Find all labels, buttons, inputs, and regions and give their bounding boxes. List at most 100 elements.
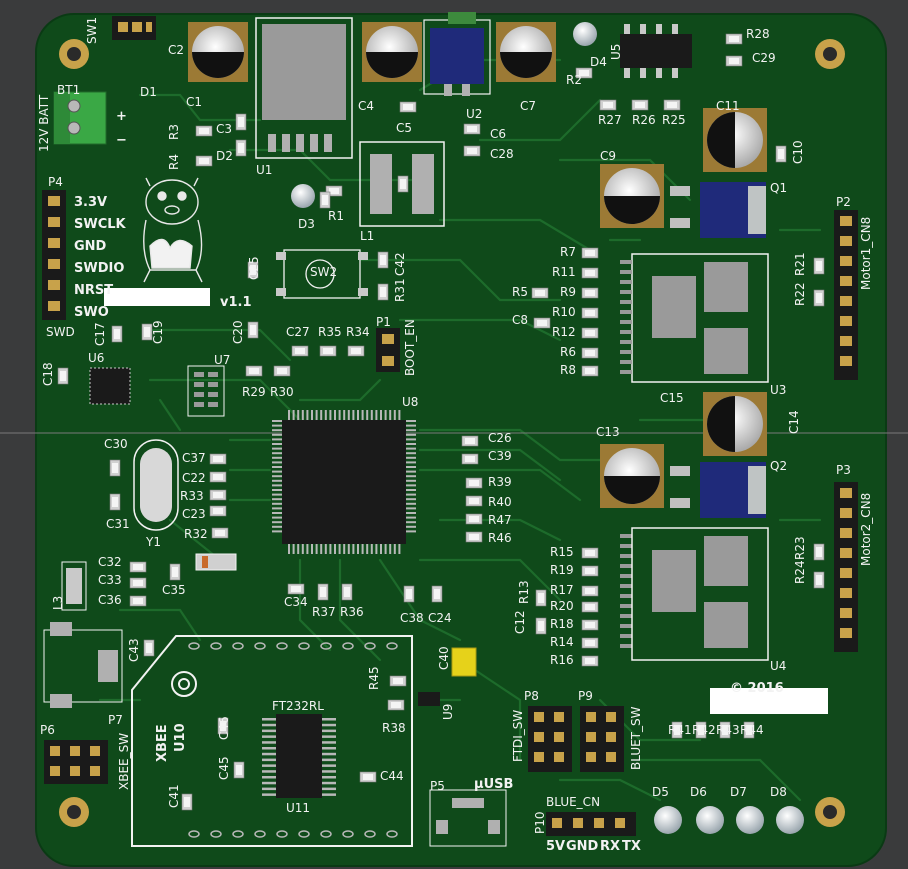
smd-part-body: [133, 598, 143, 604]
mcu-pin: [297, 544, 300, 554]
smd-part-body: [363, 774, 373, 780]
p8-pin: [554, 752, 564, 762]
ref-c19: C19: [151, 320, 165, 344]
motor1-pin: [840, 216, 852, 226]
ref-r36: R36: [340, 605, 364, 619]
xbee-pin: [210, 642, 222, 650]
ft232-pin: [262, 758, 276, 762]
driver-pin: [620, 290, 632, 294]
mcu-pin: [366, 410, 369, 420]
mcu-pin: [272, 443, 282, 445]
smd-components: [57, 33, 825, 811]
ref-r13: R13: [517, 580, 531, 604]
connector-p2: [834, 210, 858, 380]
smd-part-body: [213, 456, 223, 462]
ref-c38: C38: [400, 611, 424, 625]
driver-pin: [620, 544, 632, 548]
ref-u5: U5: [609, 44, 623, 60]
p6-pin: [90, 746, 100, 756]
mcu-pin: [334, 410, 336, 420]
ref-r4: R4: [167, 154, 181, 170]
ref-c29: C29: [752, 51, 776, 65]
smd-part-body: [465, 456, 475, 462]
mcu-pin: [380, 544, 382, 554]
motor2-pin: [840, 528, 852, 538]
ref-r11: R11: [552, 265, 576, 279]
driver-pin: [620, 310, 632, 314]
ref-p8: P8: [524, 689, 539, 703]
ref-r22: R22: [793, 282, 807, 306]
mcu-pin: [338, 410, 341, 420]
smd-part-body: [172, 567, 178, 577]
mcu-pin: [406, 470, 416, 473]
smd-part-body: [144, 327, 150, 337]
mcu-pin: [272, 475, 282, 478]
smd-part-body: [199, 158, 209, 164]
ref-c14: C14: [787, 410, 801, 434]
mcu-pin: [272, 424, 282, 427]
battery-terminal: [53, 91, 107, 145]
ref-c13: C13: [596, 425, 620, 439]
mcu-pin: [272, 456, 282, 459]
ft232-pin: [322, 741, 336, 744]
mcu-pin: [272, 525, 282, 528]
ref-c6: C6: [490, 127, 506, 141]
smd-part-body: [184, 797, 190, 807]
xbee-pin: [232, 830, 244, 838]
mcu-pin: [406, 443, 416, 445]
button-sw2: [276, 249, 368, 299]
smd-part-body: [60, 371, 66, 381]
smd-part-body: [585, 368, 595, 374]
p6-pin: [50, 766, 60, 776]
mcu-pin: [406, 424, 416, 427]
mounting-holes: [59, 39, 845, 827]
xbee-pin: [320, 642, 332, 650]
ref-c22: C22: [182, 471, 206, 485]
driver-pin: [620, 574, 632, 578]
ft232-pin: [262, 764, 276, 767]
mcu-pin: [384, 544, 387, 554]
usb-connector-left: [43, 622, 123, 708]
smd-part-body: [403, 104, 413, 110]
smd-part-body: [112, 497, 118, 507]
ref-c17: C17: [93, 322, 107, 346]
smd-part-body: [406, 589, 412, 599]
mcu-pin: [406, 507, 416, 510]
label-p10-3: TX: [622, 839, 641, 854]
smd-part-body: [215, 530, 225, 536]
ref-r16: R16: [550, 653, 574, 667]
label-xbee: XBEE: [155, 724, 170, 762]
mcu-pin: [272, 433, 282, 436]
smd-part-body: [400, 179, 406, 189]
smd-part-body: [538, 621, 544, 631]
smd-part-body: [467, 148, 477, 154]
ref-r37: R37: [312, 605, 336, 619]
p8-pin: [534, 712, 544, 722]
mcu-pin: [406, 502, 416, 505]
mcu-pin: [301, 410, 304, 420]
mcu-pin: [406, 498, 416, 501]
ref-r2: R2: [566, 73, 582, 87]
label-u10: U10: [173, 723, 188, 752]
mcu-pin: [272, 479, 282, 482]
p6-pin: [70, 766, 80, 776]
p9-pin: [586, 732, 596, 742]
swd-pin: [48, 301, 60, 311]
smd-part-body: [635, 102, 645, 108]
smd-part-body: [579, 70, 589, 76]
mcu-pin: [343, 410, 346, 420]
mcu-pin: [288, 544, 290, 554]
ft232-pin: [262, 741, 276, 744]
ref-d7: D7: [730, 785, 747, 799]
mcu-pin: [272, 484, 282, 487]
ref-r12: R12: [552, 325, 576, 339]
ref-r21: R21: [793, 252, 807, 276]
ic-u11: [262, 714, 336, 798]
mosfet-q2: [670, 462, 766, 518]
ft232-pin: [322, 752, 336, 756]
ref-r10: R10: [552, 305, 576, 319]
ref-u2: U2: [466, 107, 482, 121]
smd-part-body: [250, 325, 256, 335]
smd-part-body: [322, 195, 328, 205]
ref-c11: C11: [716, 99, 740, 113]
